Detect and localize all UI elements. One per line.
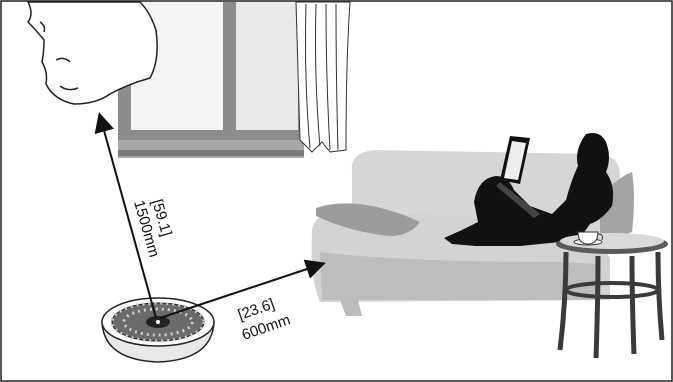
curtain	[296, 2, 350, 152]
sensor-device	[102, 298, 214, 362]
